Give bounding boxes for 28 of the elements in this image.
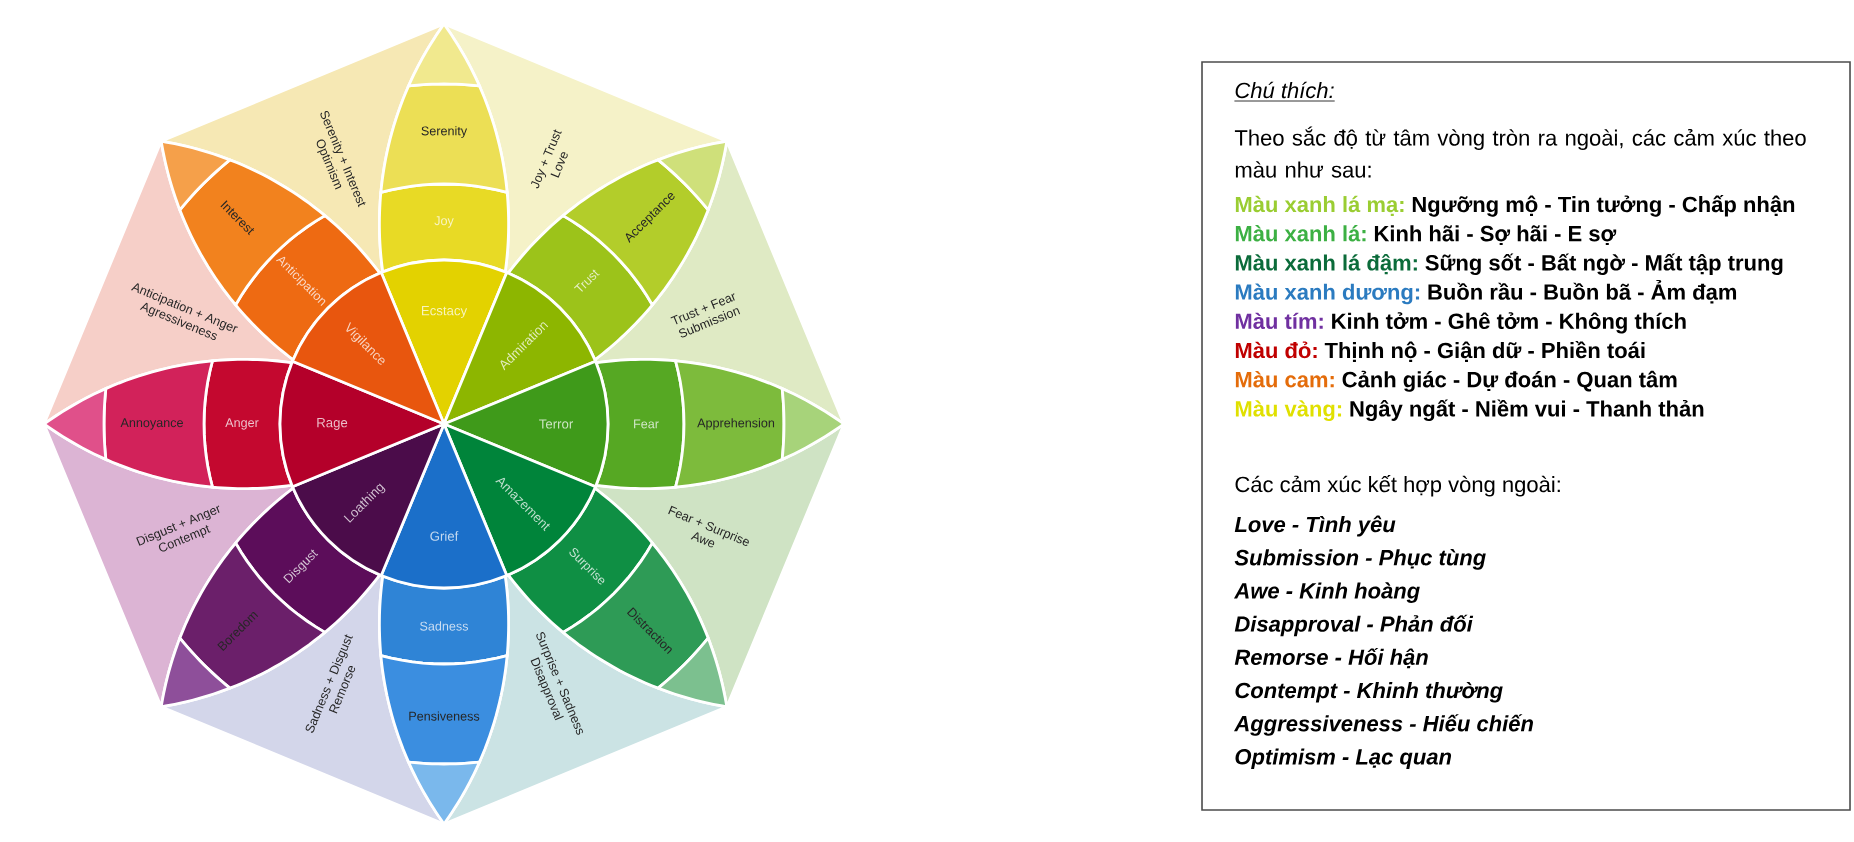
legend-description: Kinh hãi - Sợ hãi - E sợ bbox=[1374, 225, 1617, 246]
combination-entry: Contempt - Khinh thường bbox=[1235, 681, 1503, 703]
legend-box bbox=[1201, 61, 1851, 811]
legend-heading: Chú thích: bbox=[1234, 81, 1336, 102]
legend-subheading: Các cảm xúc kết hợp vòng ngoài: bbox=[1235, 475, 1560, 497]
combination-entry: Remorse - Hối hận bbox=[1234, 647, 1428, 669]
legend-description: Thịnh nộ - Giận dữ - Phiền toái bbox=[1324, 341, 1645, 362]
legend-description: Sững sốt - Bất ngờ - Mất tập trung bbox=[1425, 253, 1783, 276]
legend-key: Màu xanh lá đậm: bbox=[1235, 254, 1417, 275]
legend-key: Màu xanh dương: bbox=[1235, 283, 1420, 305]
legend-key: Màu vàng: bbox=[1235, 400, 1342, 422]
legend-description: Ngưỡng mộ - Tin tưởng - Chấp nhận bbox=[1412, 195, 1795, 217]
legend-description: Kinh tởm - Ghê tởm - Không thích bbox=[1332, 312, 1686, 334]
legend-intro: Theo sắc độ từ tâm vòng tròn ra ngoài, các cảm xúc theo màu như sau: bbox=[1234, 126, 1806, 178]
combination-entry: Disapproval - Phản đối bbox=[1234, 614, 1474, 637]
legend-description: Cảnh giác - Dự đoán - Quan tâm bbox=[1342, 370, 1677, 392]
legend-key: Màu tím: bbox=[1235, 312, 1323, 329]
legend-description: Ngây ngất - Niềm vui - Thanh thản bbox=[1350, 399, 1704, 422]
combination-entry: Love - Tình yêu bbox=[1234, 515, 1396, 537]
legend-key: Màu xanh lá mạ: bbox=[1235, 195, 1404, 216]
legend-key: Màu xanh lá: bbox=[1235, 225, 1366, 242]
legend-description: Buồn rầu - Buồn bã - Ảm đạm bbox=[1428, 279, 1737, 304]
combination-entry: Submission - Phục tùng bbox=[1234, 549, 1486, 570]
combination-entry: Awe - Kinh hoàng bbox=[1233, 582, 1420, 603]
combination-entry: Optimism - Lạc quan bbox=[1235, 748, 1452, 769]
legend-key: Màu đỏ: bbox=[1235, 341, 1317, 359]
combination-entry: Aggressiveness - Hiếu chiến bbox=[1233, 714, 1533, 736]
legend-key: Màu cam: bbox=[1235, 371, 1334, 388]
